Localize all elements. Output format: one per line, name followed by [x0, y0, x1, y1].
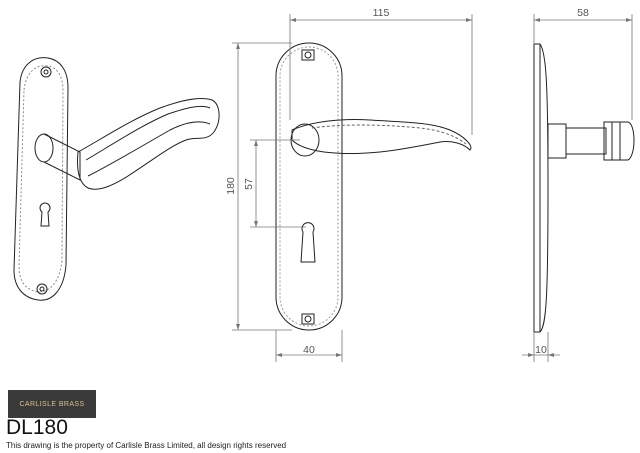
side-rose [547, 123, 567, 159]
front-lever [291, 119, 472, 154]
dim-centre: 57 [243, 178, 255, 190]
front-view [275, 42, 472, 331]
iso-top-screw [40, 66, 52, 78]
front-top-screw [301, 49, 315, 61]
front-keyhole [300, 222, 316, 263]
side-lever-neck [565, 127, 607, 155]
iso-bottom-screw [36, 283, 48, 295]
iso-rose [34, 133, 54, 163]
iso-backplate [13, 57, 69, 301]
iso-lever-neck [43, 133, 81, 181]
iso-keyhole [39, 202, 51, 227]
brand-logo: CARLISLE BRASS [8, 390, 96, 418]
dim-height: 180 [225, 177, 237, 195]
brand-logo-text: CARLISLE BRASS [19, 400, 85, 408]
front-bottom-screw [301, 313, 315, 325]
front-backplate [275, 42, 343, 331]
dim-plate-width: 40 [303, 344, 315, 356]
dimension-lines [232, 14, 633, 362]
copyright-notice: This drawing is the property of Carlisle… [6, 441, 287, 450]
iso-lever [77, 97, 220, 190]
dimension-arrows [236, 18, 632, 357]
product-code: DL180 [6, 416, 68, 439]
side-lever-end [603, 121, 635, 161]
dim-side-depth: 58 [577, 7, 589, 19]
dim-plate-thickness: 10 [535, 344, 547, 356]
isometric-view [13, 57, 220, 301]
dim-overall-width: 115 [373, 7, 390, 19]
side-backplate [533, 43, 549, 333]
iso-backplate-inner [18, 65, 64, 293]
side-view [533, 43, 635, 333]
